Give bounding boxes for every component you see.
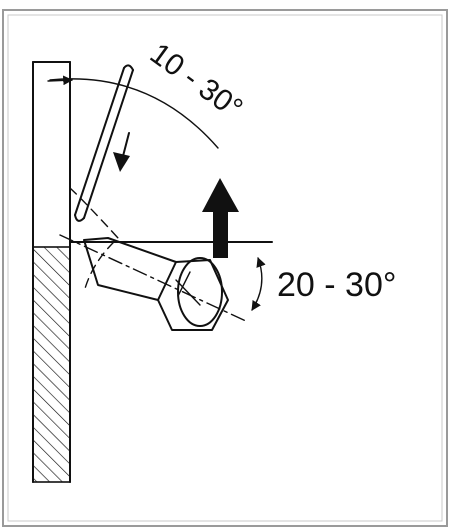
frame-border bbox=[2, 9, 448, 527]
torch-angle-label: 10 - 30° bbox=[144, 37, 249, 126]
work-angle-arc bbox=[251, 257, 266, 311]
weld-bead-dashed bbox=[69, 187, 119, 293]
plate-hatched-section bbox=[32, 246, 71, 483]
frame-inner-border bbox=[7, 14, 443, 522]
electrode-rod bbox=[74, 64, 134, 222]
work-angle-label: 20 - 30° bbox=[277, 266, 396, 304]
torch-axis-line bbox=[59, 234, 249, 323]
arrow-down-icon bbox=[113, 132, 130, 172]
torch-angle-tick-left bbox=[47, 75, 73, 86]
torch-body bbox=[83, 237, 229, 331]
torch-angle-arc bbox=[49, 78, 219, 149]
arrow-up-icon bbox=[202, 178, 239, 258]
